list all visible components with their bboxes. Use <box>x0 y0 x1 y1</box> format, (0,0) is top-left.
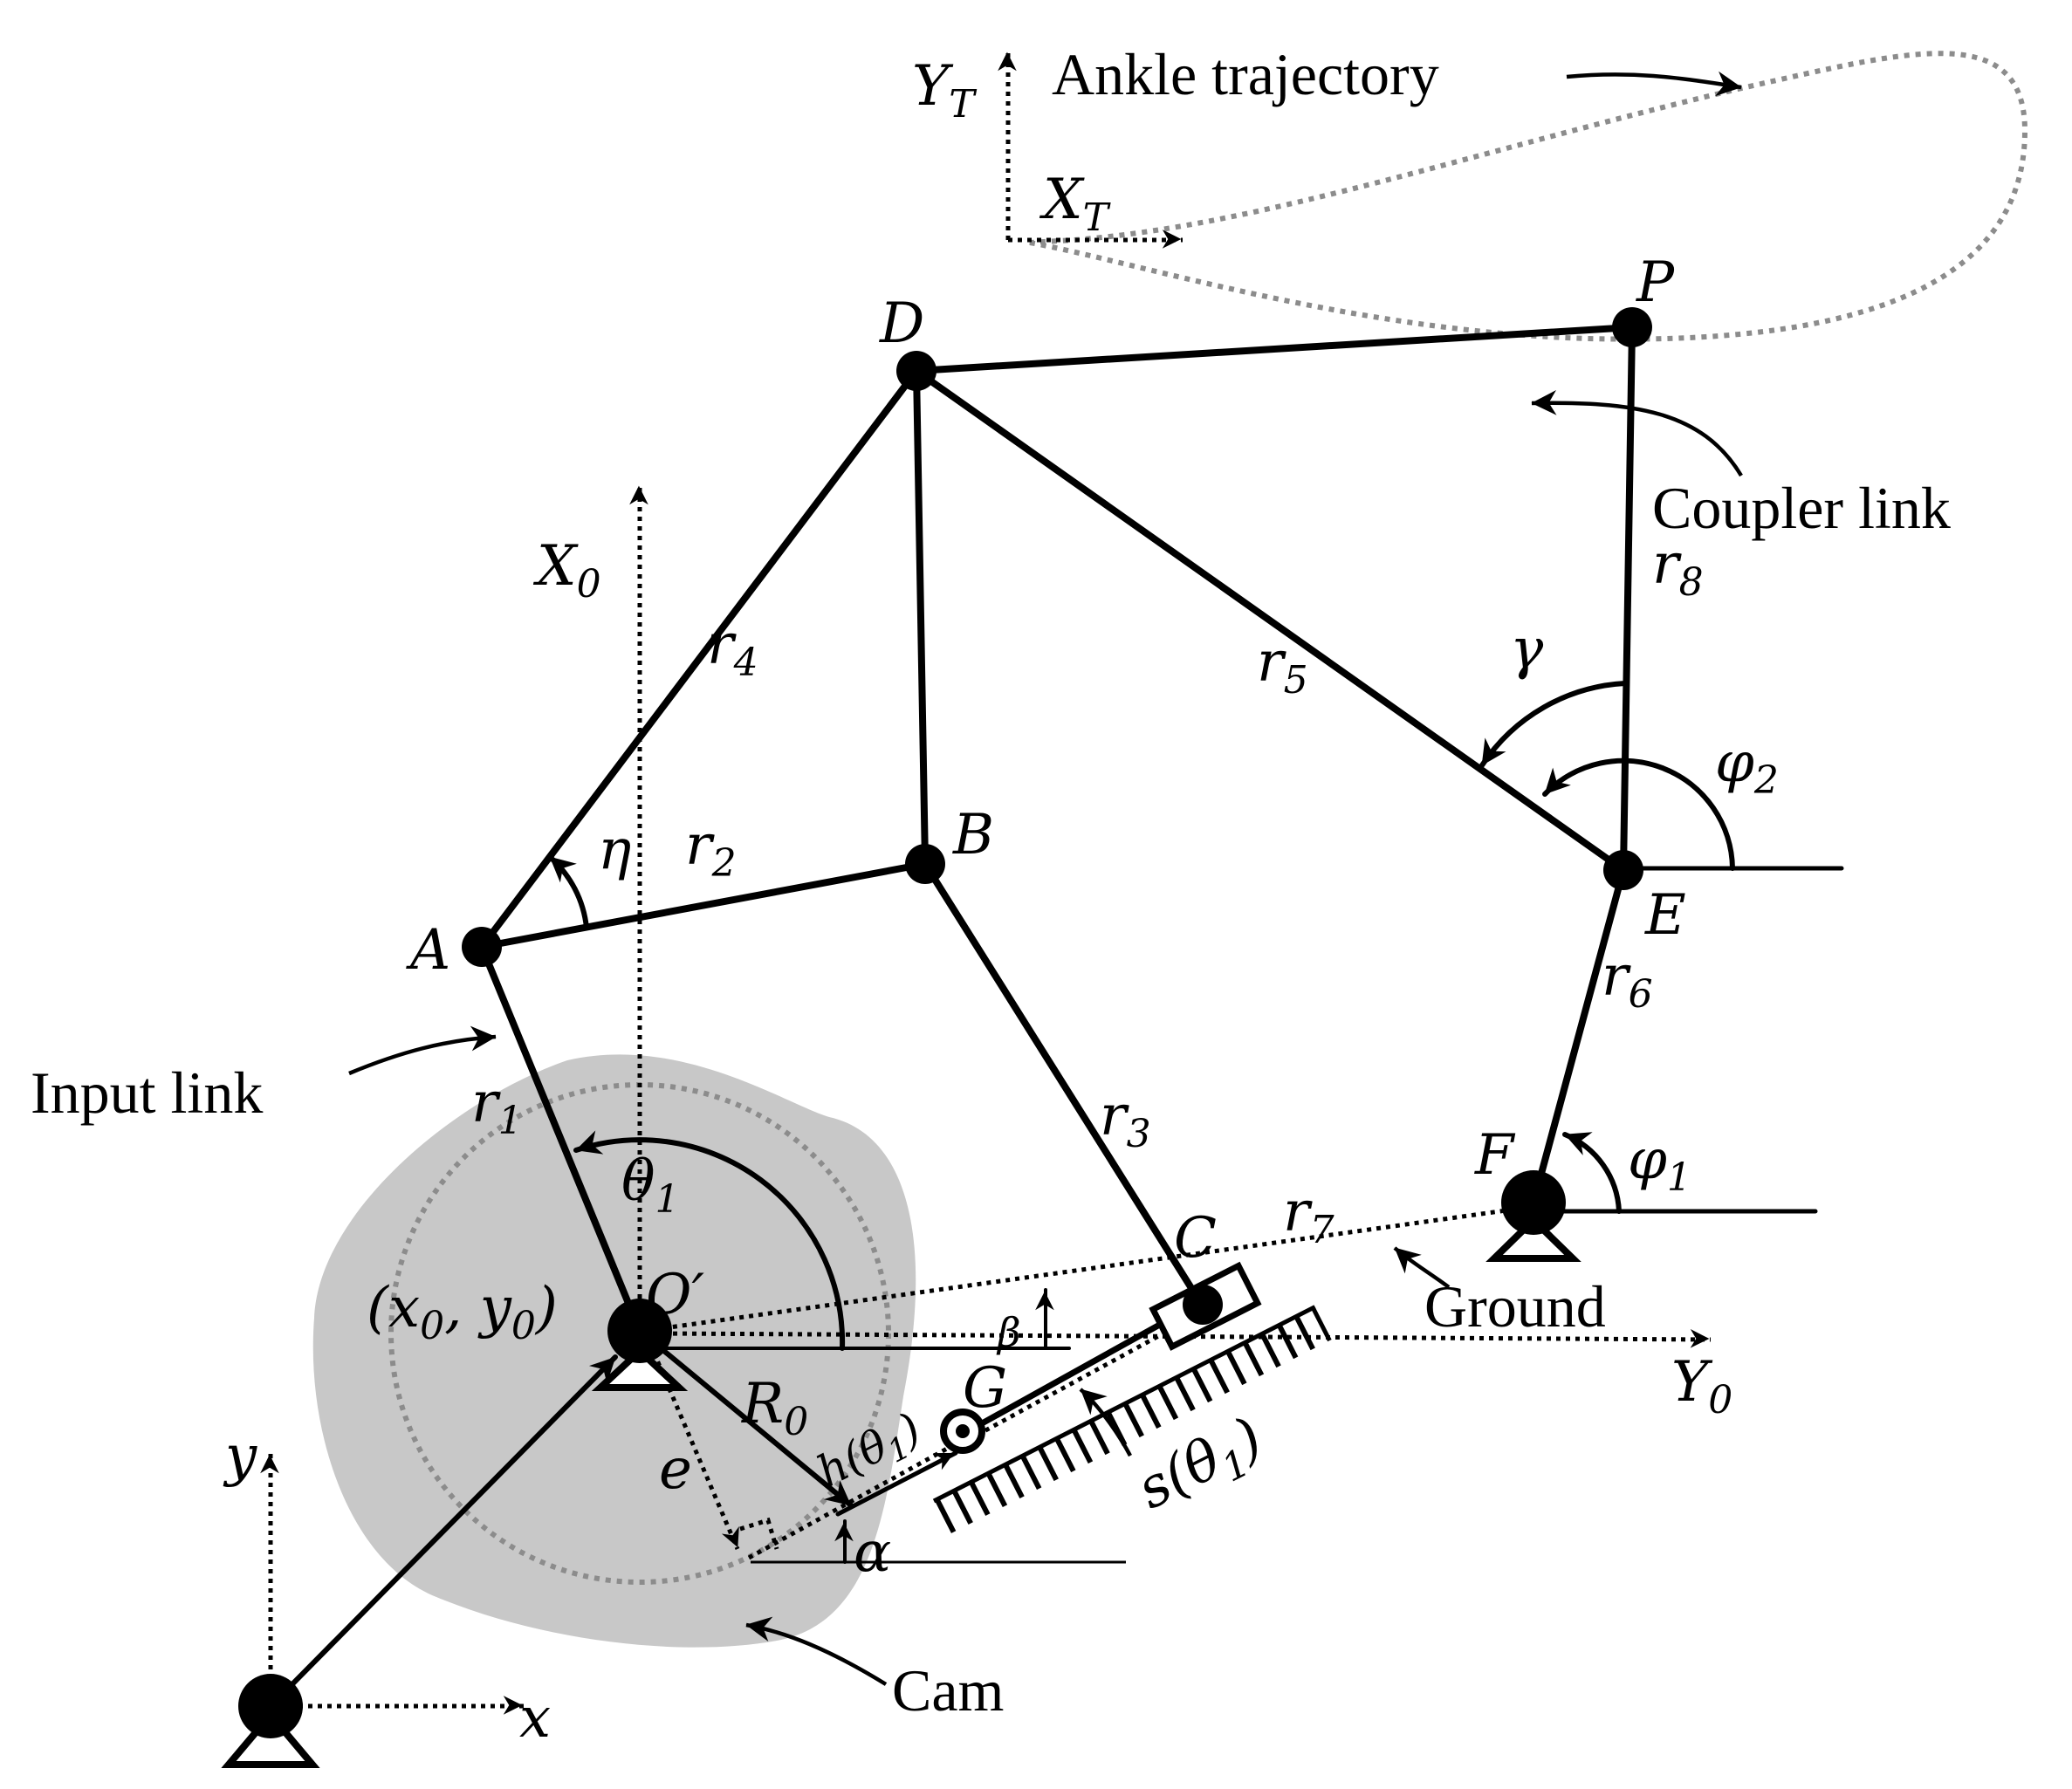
label-e-offset: e <box>659 1437 692 1502</box>
label-r3: r3 <box>1100 1084 1151 1156</box>
label-r5: r5 <box>1257 630 1308 703</box>
label-d: D <box>879 291 924 356</box>
label-phi2: φ2 <box>1715 730 1779 803</box>
cam-leader <box>745 1616 888 1686</box>
support-f <box>1485 1215 1581 1262</box>
input-link-leader <box>348 1025 497 1076</box>
arc-phi2 <box>1542 757 1735 871</box>
joint-c <box>1183 1285 1223 1325</box>
arc-theta1 <box>573 1130 846 1351</box>
label-e: E <box>1644 883 1686 948</box>
ground-leader <box>1393 1246 1451 1289</box>
label-input-link: Input link <box>31 1059 263 1126</box>
joint-b <box>905 844 945 884</box>
link-r3 <box>922 860 1204 1306</box>
slider-guide <box>932 1305 1332 1534</box>
link-db <box>913 367 929 867</box>
joint-g <box>940 1409 985 1454</box>
slider-line-s <box>958 1311 1202 1447</box>
joint-o-prime <box>607 1299 672 1363</box>
label-ankle-trajectory: Ankle trajectory <box>1052 41 1439 107</box>
s-leader <box>1079 1388 1132 1457</box>
label-x-axis: x <box>519 1686 551 1751</box>
label-origin-coords: (x0, y0) <box>367 1276 558 1348</box>
radius-r0 <box>648 1337 854 1508</box>
ankle-trajectory-curve <box>1029 51 2028 342</box>
link-r8 <box>1620 324 1636 874</box>
link-r4 <box>478 367 920 950</box>
ankle-trajectory-leader <box>1566 71 1742 97</box>
coupler-link-leader <box>1531 390 1743 477</box>
support-o-prime <box>591 1346 689 1391</box>
cam-body <box>312 1054 916 1648</box>
label-r8: r8 <box>1652 532 1704 605</box>
position-vector <box>277 1354 618 1700</box>
offset-e <box>648 1343 740 1550</box>
h-arrow <box>835 1450 958 1517</box>
label-c: C <box>1174 1206 1217 1271</box>
joint-e <box>1603 850 1643 890</box>
label-p: P <box>1636 250 1675 315</box>
link-r2 <box>478 860 929 950</box>
label-alpha: α <box>854 1520 891 1585</box>
label-r0: R0 <box>741 1372 808 1444</box>
label-cam: Cam <box>892 1657 1004 1724</box>
arc-eta <box>547 854 589 930</box>
label-yt-axis: YT <box>912 54 978 127</box>
arc-phi1 <box>1562 1132 1622 1214</box>
joint-d <box>896 351 937 391</box>
joint-global-origin <box>238 1674 303 1738</box>
link-r5 <box>913 367 1627 874</box>
label-f: F <box>1474 1123 1516 1188</box>
label-theta1: θ1 <box>621 1149 680 1222</box>
label-beta: β <box>996 1309 1021 1356</box>
label-o-prime: O′ <box>646 1263 704 1327</box>
label-g: G <box>963 1356 1007 1421</box>
joint-f <box>1501 1170 1566 1235</box>
right-angle-marker <box>739 1517 779 1550</box>
label-y-axis: y <box>223 1424 257 1489</box>
label-r7: r7 <box>1283 1180 1334 1252</box>
label-gamma: γ <box>1510 617 1544 682</box>
y0-axis <box>662 1329 1712 1348</box>
link-r1 <box>478 943 643 1334</box>
label-r6: r6 <box>1602 944 1653 1017</box>
label-eta: η <box>598 818 631 882</box>
label-phi1: φ1 <box>1628 1128 1691 1200</box>
follower-rod <box>957 1301 1199 1439</box>
link-r6 <box>1530 867 1627 1206</box>
label-r4: r4 <box>707 613 758 685</box>
label-xt-axis: XT <box>1039 168 1112 240</box>
label-r1: r1 <box>471 1071 523 1143</box>
label-x0-axis: X0 <box>532 534 601 607</box>
label-coupler-link: Coupler link <box>1652 475 1951 541</box>
label-b: B <box>952 803 994 867</box>
label-r2: r2 <box>685 813 737 886</box>
joint-p <box>1612 307 1652 347</box>
joint-a <box>462 927 502 967</box>
label-a: A <box>406 918 450 983</box>
arc-gamma <box>1479 681 1628 768</box>
support-global <box>221 1709 320 1768</box>
label-ground: Ground <box>1424 1273 1606 1340</box>
link-dp <box>913 324 1636 374</box>
label-y0-axis: Y0 <box>1671 1350 1732 1422</box>
